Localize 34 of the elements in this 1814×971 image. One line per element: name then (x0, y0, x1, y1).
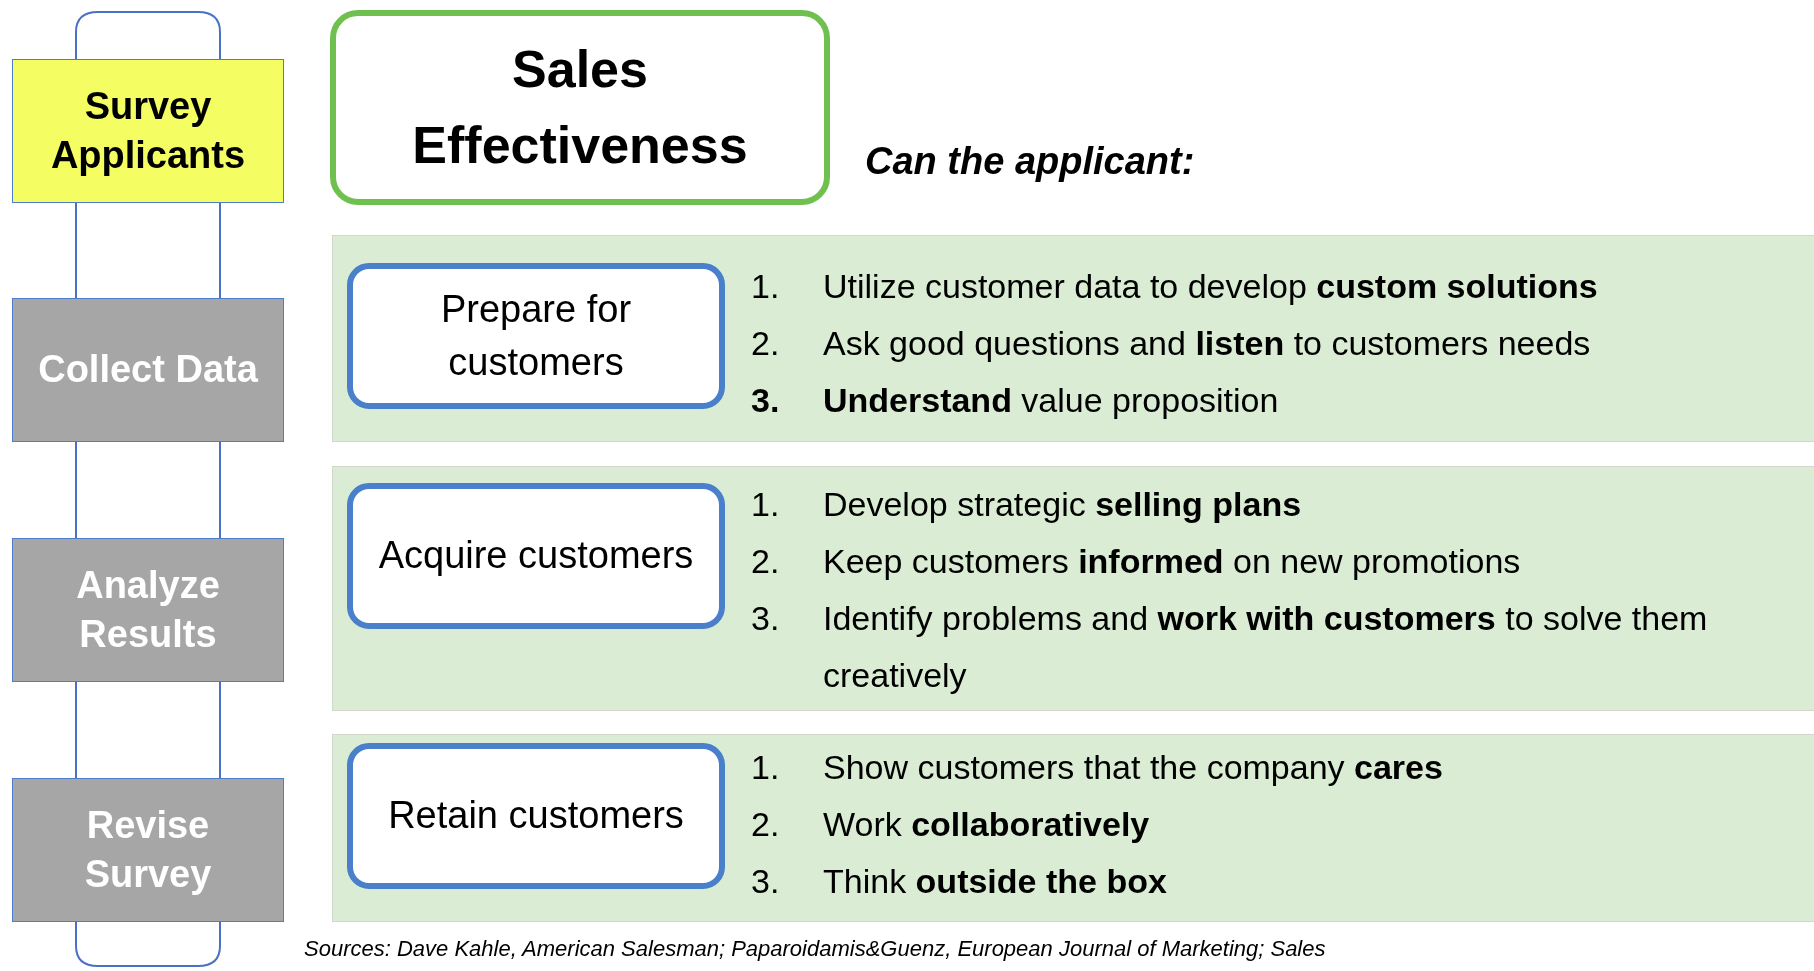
category-box: Prepare for customers (347, 263, 725, 409)
title-box: Sales Effectiveness (330, 10, 830, 205)
list-number: 3. (751, 380, 781, 421)
list-number: 1. (751, 747, 781, 788)
criterion-text: Keep customers informed on new promotions (823, 541, 1522, 582)
list-number: 2. (751, 804, 781, 845)
highlighted-step-box: Survey Applicants (12, 59, 284, 203)
list-number: 3. (751, 861, 781, 902)
sources-note: Sources: Dave Kahle, American Salesman; Paparoidamis&Guenz, European Journal of Marketing; Sales (304, 936, 1326, 962)
list-number: 2. (751, 323, 781, 364)
loop-connector (75, 681, 221, 779)
criterion-text: Identify problems and work with customers to solve them creatively (823, 598, 1709, 696)
criteria-band (332, 235, 1814, 442)
loop-connector (75, 441, 221, 539)
step-box: Collect Data (12, 298, 284, 442)
criterion-text: Develop strategic selling plans (823, 484, 1303, 525)
criterion-text: Utilize customer data to develop custom solutions (823, 266, 1599, 307)
category-box: Acquire customers (347, 483, 725, 629)
step-box: Analyze Results (12, 538, 284, 682)
criteria-band (332, 466, 1814, 711)
criteria-band (332, 734, 1814, 922)
question-heading: Can the applicant: (865, 140, 1195, 183)
criterion-text: Think outside the box (823, 861, 1168, 902)
criterion-text: Show customers that the company cares (823, 747, 1444, 788)
list-number: 1. (751, 266, 781, 307)
loop-connector (75, 202, 221, 299)
list-number: 1. (751, 484, 781, 525)
criterion-text: Ask good questions and listen to customers needs (823, 323, 1592, 364)
step-box: Revise Survey (12, 778, 284, 922)
criterion-text: Work collaboratively (823, 804, 1151, 845)
category-box: Retain customers (347, 743, 725, 889)
criterion-text: Understand value proposition (823, 380, 1280, 421)
list-number: 3. (751, 598, 781, 639)
list-number: 2. (751, 541, 781, 582)
